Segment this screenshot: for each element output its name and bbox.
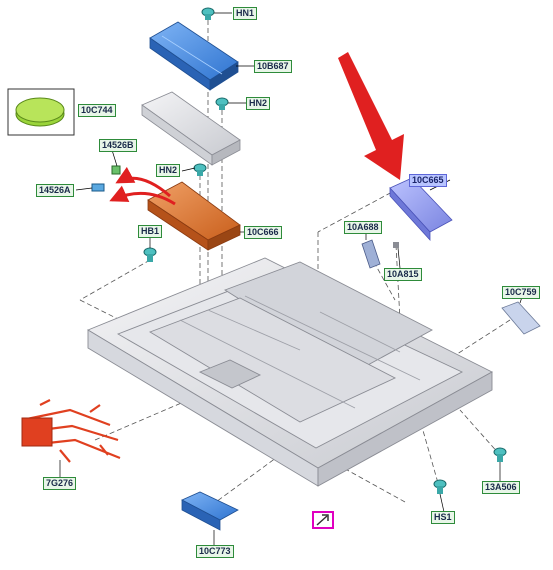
connector-10c773 <box>181 491 239 531</box>
harness-7g276 <box>21 399 121 463</box>
bracket-10a688 <box>361 239 381 269</box>
label-14526b[interactable]: 14526B <box>99 139 137 152</box>
label-10c759[interactable]: 10C759 <box>502 286 540 299</box>
label-hs1[interactable]: HS1 <box>431 511 455 524</box>
fasteners <box>91 7 507 494</box>
red-curve-arrows <box>109 166 176 206</box>
heat-shield-10b687 <box>149 21 239 91</box>
arrow-glyph-icon <box>316 514 329 526</box>
label-hb1[interactable]: HB1 <box>138 225 163 238</box>
label-10c744[interactable]: 10C744 <box>78 104 116 117</box>
bolt-hs1 <box>433 479 447 494</box>
label-hn1[interactable]: HN1 <box>233 7 258 20</box>
heat-shield-grey <box>141 91 241 166</box>
label-13a506[interactable]: 13A506 <box>482 481 520 494</box>
clip-10a815 <box>393 242 399 248</box>
label-7g276[interactable]: 7G276 <box>43 477 77 490</box>
bolt-hb1 <box>143 247 157 262</box>
cross-reference-arrow-icon[interactable] <box>312 511 334 529</box>
red-callout-arrow <box>338 52 404 180</box>
label-10a688[interactable]: 10A688 <box>344 221 382 234</box>
bolt-hn2-top <box>215 97 229 110</box>
label-hn2-mid[interactable]: HN2 <box>156 164 181 177</box>
connector-14526b <box>111 165 121 175</box>
label-10c665[interactable]: 10C665 <box>409 174 447 187</box>
connector-14526a <box>91 183 105 192</box>
bolt-hn1 <box>201 7 215 20</box>
bolt-hn2-mid <box>193 163 207 176</box>
module-10c666 <box>147 181 241 251</box>
label-14526a[interactable]: 14526A <box>36 184 74 197</box>
label-hn2-top[interactable]: HN2 <box>246 97 271 110</box>
battery-tray <box>86 257 493 487</box>
bracket-10c759 <box>501 301 541 335</box>
bolt-13a506 <box>493 447 507 462</box>
part-10c665 <box>389 177 453 242</box>
label-10a815[interactable]: 10A815 <box>384 268 422 281</box>
cover-10c744-inset <box>7 88 75 136</box>
leader-lines <box>59 12 523 545</box>
label-10c773[interactable]: 10C773 <box>196 545 234 558</box>
label-10c666[interactable]: 10C666 <box>244 226 282 239</box>
label-10b687[interactable]: 10B687 <box>254 60 292 73</box>
